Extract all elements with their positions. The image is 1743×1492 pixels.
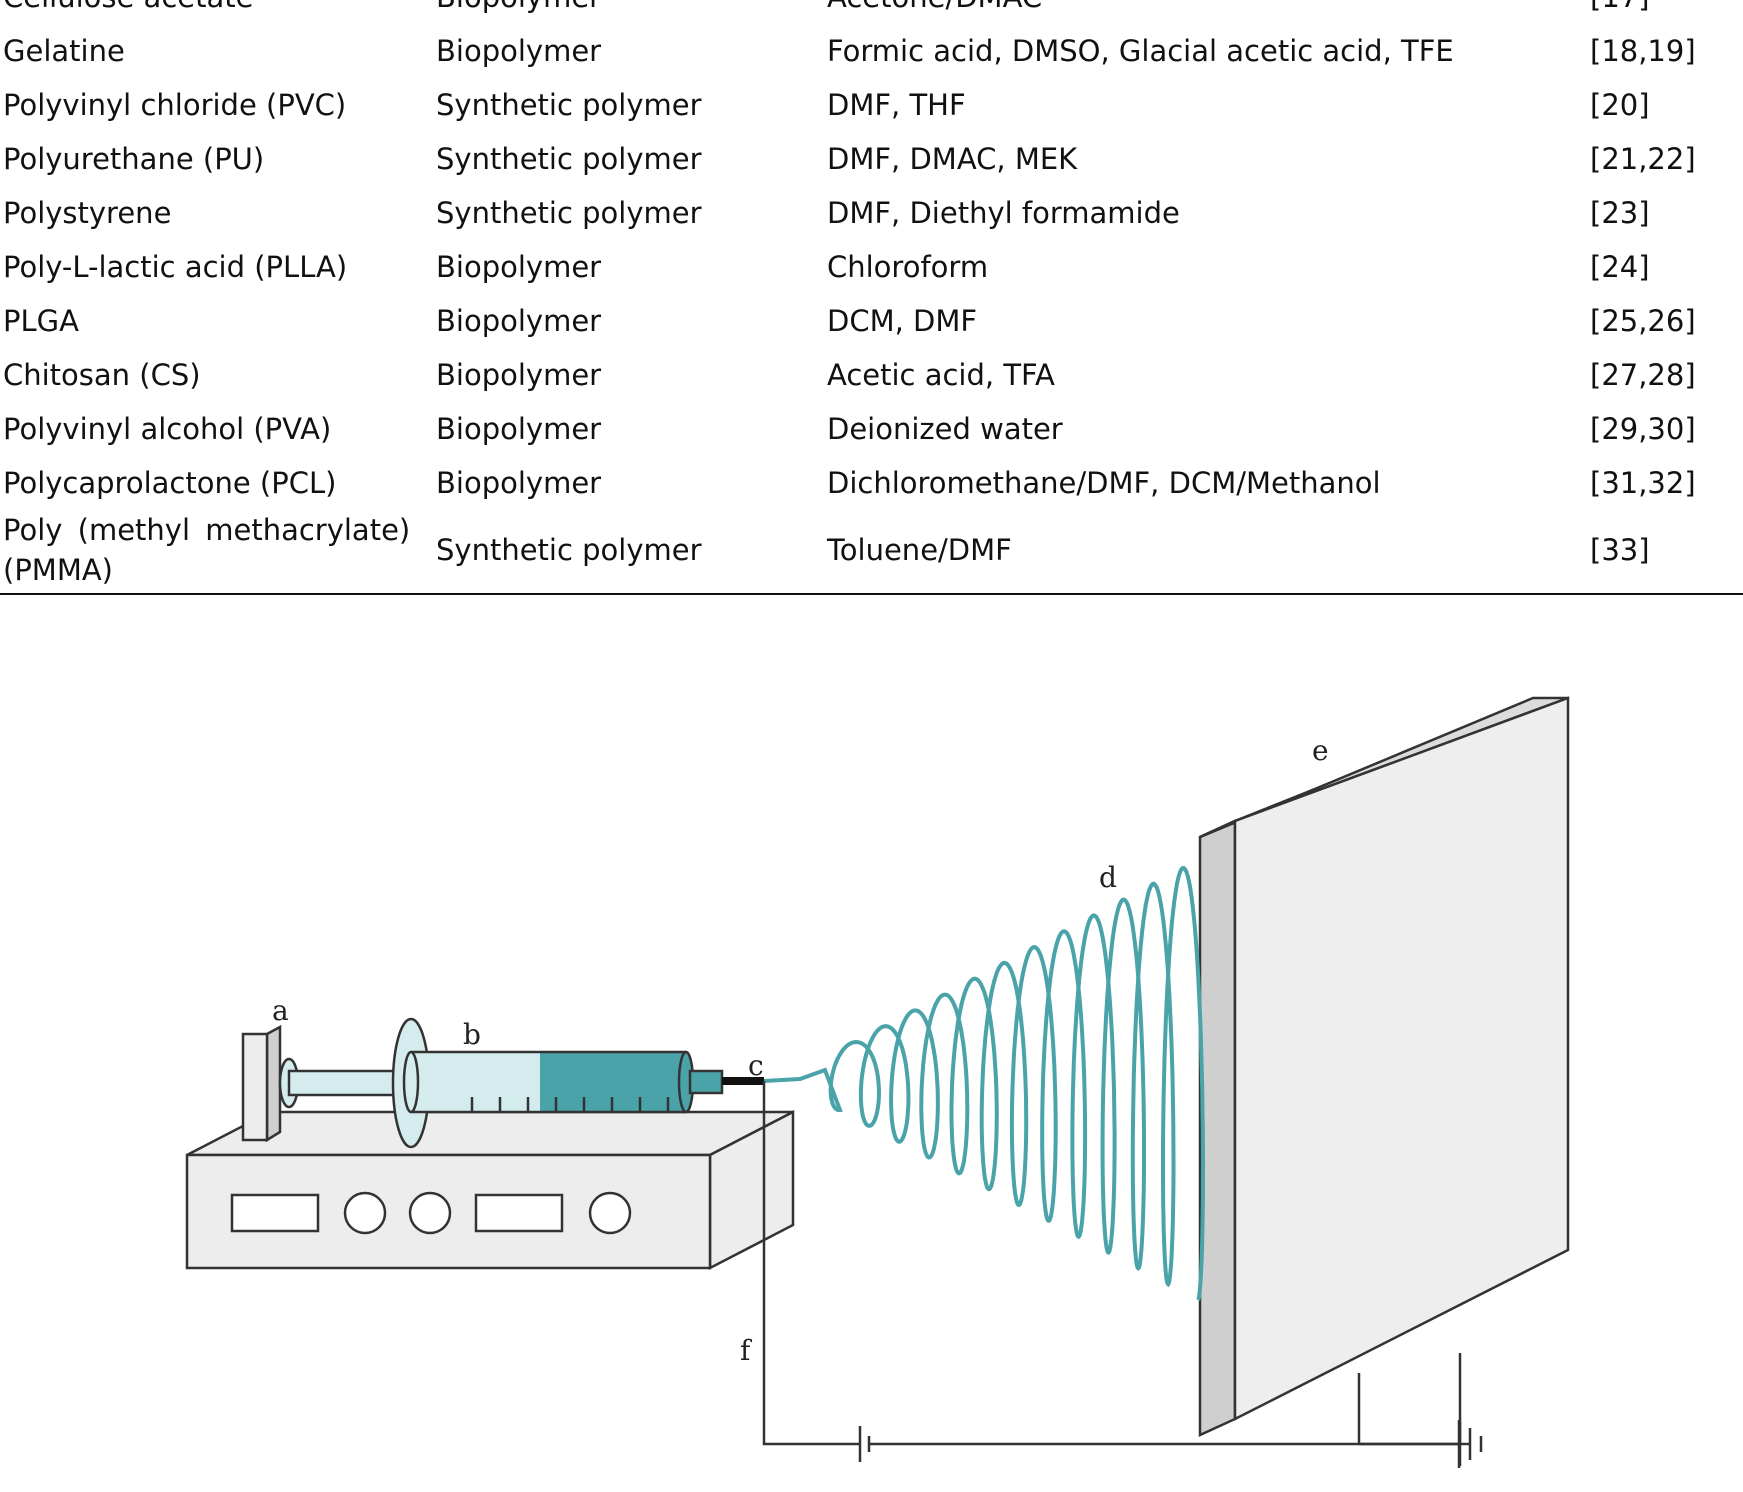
spinneret-needle — [722, 1077, 764, 1085]
solvent-cell: DCM, DMF — [827, 304, 978, 338]
solvent-cell: DMF, DMAC, MEK — [827, 142, 1078, 176]
label-c: c — [748, 1049, 764, 1082]
table-row: Polyvinyl alcohol (PVA) Biopolymer Deioniz… — [0, 402, 1743, 456]
pump-knob-3 — [588, 1191, 632, 1235]
type-cell: Biopolymer — [436, 250, 602, 284]
ref-cell: [18,19] — [1590, 34, 1696, 68]
syringe-pump — [185, 1109, 795, 1271]
type-cell: Synthetic polymer — [436, 142, 702, 176]
polymer-cell: Poly (methyl methacrylate) (PMMA) — [3, 513, 411, 587]
solvent-cell: Dichloromethane/DMF, DCM/Methanol — [827, 466, 1381, 500]
label-f: f — [740, 1334, 753, 1367]
polymer-jet-fiber — [763, 865, 1206, 1302]
table-row: PLGA Biopolymer DCM, DMF [25,26] — [0, 294, 1743, 348]
polymer-cell: Polyurethane (PU) — [3, 142, 265, 176]
pump-display-1 — [230, 1193, 320, 1233]
polymer-cell: Poly-L-lactic acid (PLLA) — [3, 250, 348, 284]
ref-cell: [31,32] — [1590, 466, 1696, 500]
label-a: a — [272, 994, 289, 1027]
table-row: Gelatine Biopolymer Formic acid, DMSO, Gla… — [0, 24, 1743, 78]
table-body: Cellulose acetateBiopolymerAcetone/DMAC[… — [0, 0, 1743, 590]
table-row: Polyvinyl chloride (PVC) Synthetic polyme… — [0, 78, 1743, 132]
table-row: Chitosan (CS) Biopolymer Acetic acid, TFA [… — [0, 348, 1743, 402]
table-row: Polycaprolactone (PCL) Biopolymer Dichloro… — [0, 456, 1743, 510]
type-cell: Biopolymer — [436, 466, 602, 500]
type-cell: Biopolymer — [436, 304, 602, 338]
ref-cell: [21,22] — [1590, 142, 1696, 176]
syringe-barrel — [402, 1050, 724, 1114]
ref-cell: [20] — [1590, 88, 1650, 122]
type-cell: Synthetic polymer — [436, 533, 702, 567]
ref-cell: [29,30] — [1590, 412, 1696, 446]
polymer-cell: Chitosan (CS) — [3, 358, 201, 392]
solvent-cell: Formic acid, DMSO, Glacial acetic acid, … — [827, 34, 1454, 68]
label-b: b — [463, 1018, 481, 1051]
ref-cell: [25,26] — [1590, 304, 1696, 338]
label-e: e — [1312, 734, 1329, 767]
solvent-cell: Acetone/DMAC — [824, 0, 1587, 24]
ref-cell: [24] — [1590, 250, 1650, 284]
polymer-cell: Polyvinyl alcohol (PVA) — [3, 412, 332, 446]
type-cell: Biopolymer — [436, 412, 602, 446]
solvent-table: Cellulose acetateBiopolymerAcetone/DMAC[… — [0, 0, 1743, 600]
pump-display-2 — [474, 1193, 564, 1233]
polymer-cell: Gelatine — [3, 34, 125, 68]
table-row: Cellulose acetateBiopolymerAcetone/DMAC[… — [0, 0, 1743, 24]
pump-knob-1 — [343, 1191, 387, 1235]
polymer-cell: PLGA — [3, 304, 79, 338]
solvent-cell: Toluene/DMF — [827, 533, 1012, 567]
table-row: Polystyrene Synthetic polymer DMF, Diethyl… — [0, 186, 1743, 240]
solvent-cell: Deionized water — [827, 412, 1063, 446]
pump-knob-2 — [408, 1191, 452, 1235]
solvent-cell: DMF, Diethyl formamide — [827, 196, 1180, 230]
polymer-cell: Polyvinyl chloride (PVC) — [3, 88, 347, 122]
label-d: d — [1099, 861, 1117, 894]
solvent-cell: Chloroform — [827, 250, 989, 284]
solvent-cell: DMF, THF — [827, 88, 966, 122]
solvent-cell: Acetic acid, TFA — [827, 358, 1055, 392]
collector-plate — [1198, 696, 1570, 1437]
table-bottom-rule — [0, 593, 1743, 595]
ref-cell: [33] — [1590, 533, 1650, 567]
ref-cell: [27,28] — [1590, 358, 1696, 392]
polymer-cell: Polystyrene — [3, 196, 172, 230]
table-row: Polyurethane (PU) Synthetic polymer DMF, D… — [0, 132, 1743, 186]
ref-cell: [23] — [1590, 196, 1650, 230]
polymer-cell: Polycaprolactone (PCL) — [3, 466, 337, 500]
type-cell: Biopolymer — [436, 34, 602, 68]
electrospinning-diagram: a b c d e f — [185, 696, 1570, 1468]
plunger-rod — [287, 1069, 411, 1097]
type-cell: Synthetic polymer — [436, 196, 702, 230]
ref-cell: [17] — [1587, 0, 1743, 24]
type-cell: Biopolymer — [436, 358, 602, 392]
type-cell: Biopolymer — [433, 0, 824, 24]
type-cell: Synthetic polymer — [436, 88, 702, 122]
polymer-cell: Cellulose acetate — [0, 0, 433, 24]
table-row: Poly (methyl methacrylate) (PMMA) Synthet… — [0, 510, 1743, 590]
table-row: Poly-L-lactic acid (PLLA) Biopolymer Chlor… — [0, 240, 1743, 294]
